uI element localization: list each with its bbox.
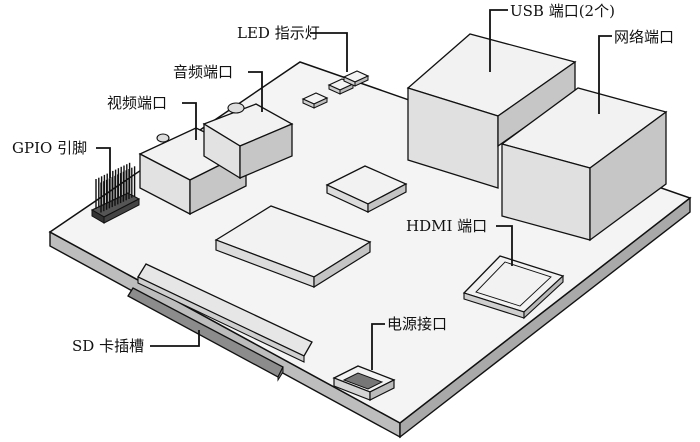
leader-power: [371, 323, 385, 370]
leader-sd: [150, 330, 200, 347]
label-sd-card-slot: SD 卡插槽: [72, 337, 144, 355]
audio-port: [202, 102, 294, 180]
label-hdmi-port: HDMI 端口: [406, 217, 487, 235]
power-connector: [332, 365, 396, 401]
leader-network: [598, 35, 612, 114]
label-audio-port: 音频端口: [173, 63, 233, 81]
label-gpio-pins: GPIO 引脚: [12, 139, 87, 157]
small-chip: [325, 165, 408, 213]
usb-ports: [406, 33, 577, 189]
network-port: [500, 87, 668, 242]
leader-lines: [96, 9, 612, 370]
led-1: [301, 92, 329, 109]
leader-audio: [248, 71, 263, 112]
gpio-header: [90, 162, 141, 224]
led-3: [342, 70, 370, 87]
processor-chip: [214, 205, 372, 289]
label-power-connector: 电源接口: [387, 315, 447, 333]
leader-led: [310, 32, 348, 72]
led-indicators: [301, 70, 370, 109]
label-network-port: 网络端口: [614, 28, 674, 46]
sd-card-slot: [127, 287, 284, 382]
label-led-indicator: LED 指示灯: [237, 24, 320, 42]
label-usb-ports: USB 端口(2个): [510, 2, 615, 20]
callout-labels: LED 指示灯 USB 端口(2个) 音频端口 网络端口 视频端口 GPIO 引…: [12, 2, 674, 355]
hdmi-port: [462, 255, 565, 320]
leader-hdmi: [496, 225, 513, 266]
sd-card-component: [137, 263, 313, 363]
leader-usb: [489, 9, 508, 72]
leader-video: [182, 102, 197, 140]
leader-gpio: [96, 147, 111, 178]
label-video-port: 视频端口: [107, 94, 167, 112]
